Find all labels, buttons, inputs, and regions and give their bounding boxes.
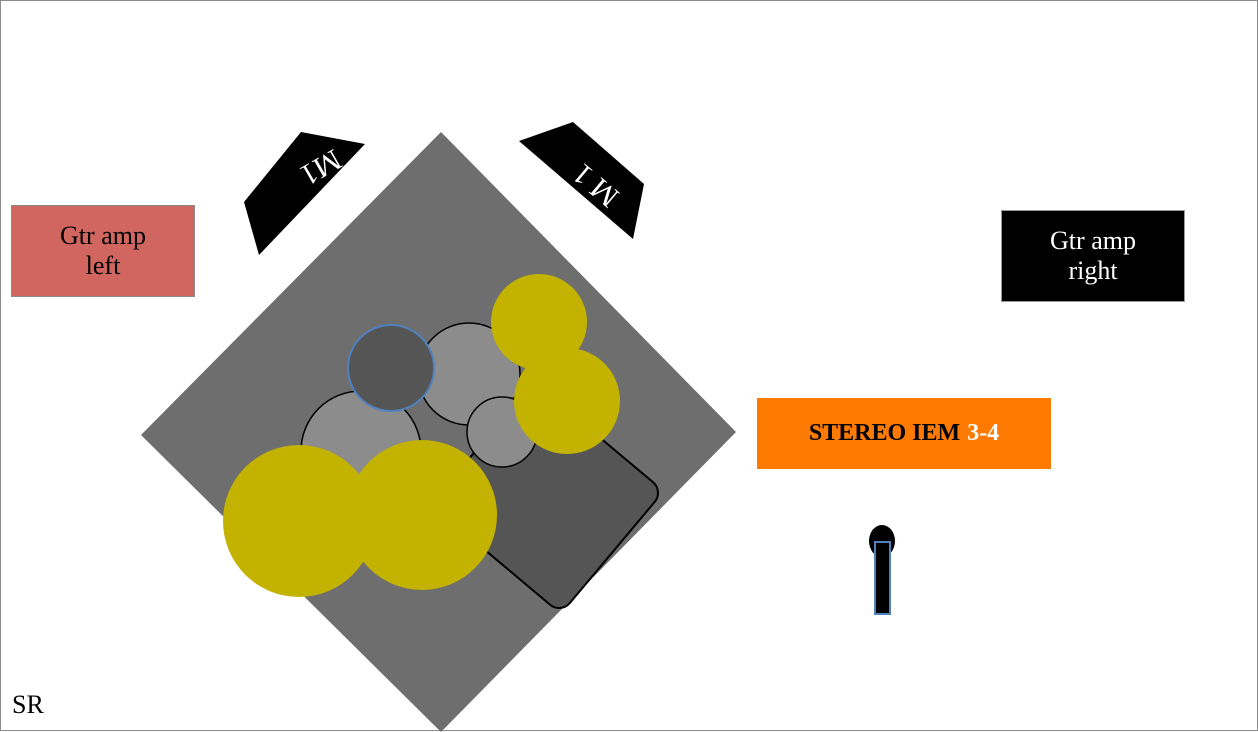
stage-right-marker: SR <box>12 690 44 719</box>
monitor-wedge-right: M 1 <box>519 122 644 239</box>
cymbal-crash <box>491 274 587 370</box>
microphone-icon <box>869 525 895 615</box>
guitar-amp-left: Gtr amp left <box>11 205 195 297</box>
drum-riser <box>141 132 736 732</box>
stereo-iem-box: STEREO IEM 3-4 <box>757 398 1051 469</box>
cymbal-hihat <box>347 440 497 590</box>
guitar-amp-right-label: Gtr amp right <box>1050 226 1136 285</box>
iem-label: STEREO IEM <box>808 420 961 446</box>
guitar-amp-left-label: Gtr amp left <box>60 221 146 280</box>
iem-channels: 3-4 <box>967 420 1000 446</box>
snare-drum <box>347 324 435 412</box>
drum-kit <box>223 274 659 609</box>
cymbal-left <box>223 445 375 597</box>
cymbal-ride <box>514 348 620 454</box>
guitar-amp-right: Gtr amp right <box>1001 210 1185 302</box>
